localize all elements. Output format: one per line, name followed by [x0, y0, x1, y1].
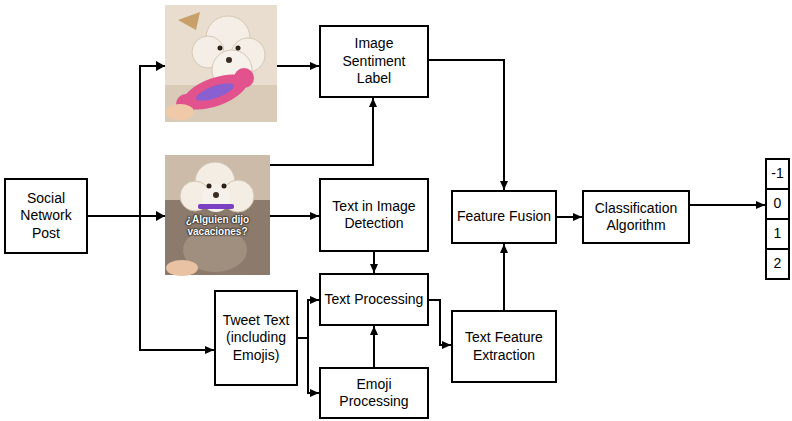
- process-box: Text in Image Detection: [319, 178, 429, 252]
- arrow-connector: [373, 326, 375, 367]
- text-wrap: Text in Image Detection: [324, 198, 424, 233]
- box-label: Text Processing: [325, 291, 424, 309]
- box-label: 1: [774, 225, 782, 243]
- arrow-connector: [298, 300, 319, 338]
- text-wrap: Image Sentiment Label: [324, 35, 424, 88]
- text-wrap: 1: [774, 225, 782, 243]
- arrow-head: [156, 211, 165, 221]
- process-box: Image Sentiment Label: [319, 25, 429, 98]
- box-label: Tweet Text (including Emojis): [219, 312, 293, 365]
- dog-photo: [165, 5, 277, 122]
- arrow-connector: [373, 252, 375, 273]
- arrow-connector: [503, 244, 505, 310]
- box-label: Text Feature Extraction: [456, 329, 552, 364]
- process-box: Text Processing: [319, 273, 429, 326]
- process-box: Feature Fusion: [451, 190, 557, 244]
- arrow-connector: [429, 300, 451, 345]
- arrow-head: [156, 61, 165, 71]
- box-label: Image Sentiment Label: [324, 35, 424, 88]
- text-wrap: Tweet Text (including Emojis): [219, 312, 293, 365]
- process-box: Text Feature Extraction: [451, 310, 557, 383]
- text-wrap: -1: [771, 165, 783, 183]
- process-box: Tweet Text (including Emojis): [214, 290, 298, 386]
- arrow-connector: [429, 60, 504, 190]
- output-class-cell: 0: [765, 188, 790, 220]
- text-wrap: Classification Algorithm: [587, 200, 685, 235]
- box-label: Emoji Processing: [324, 376, 424, 411]
- arrow-connector: [88, 66, 319, 216]
- process-box: Emoji Processing: [319, 367, 429, 419]
- output-class-cell: 2: [765, 248, 790, 280]
- output-class-cell: 1: [765, 218, 790, 250]
- process-box: Social Network Post: [4, 178, 88, 254]
- output-class-cell: -1: [765, 158, 790, 190]
- text-wrap: 0: [774, 195, 782, 213]
- box-label: 0: [774, 195, 782, 213]
- arrow-connector: [690, 204, 765, 206]
- text-wrap: Text Processing: [325, 291, 424, 309]
- text-wrap: Text Feature Extraction: [456, 329, 552, 364]
- box-label: 2: [774, 255, 782, 273]
- process-box: Classification Algorithm: [582, 190, 690, 244]
- image-caption-text: ¿Alguien dijo vacaciones?: [170, 214, 265, 237]
- box-label: Classification Algorithm: [587, 200, 685, 235]
- box-label: Text in Image Detection: [324, 198, 424, 233]
- box-label: Social Network Post: [9, 190, 83, 243]
- text-wrap: Social Network Post: [9, 190, 83, 243]
- text-wrap: 2: [774, 255, 782, 273]
- arrow-connector: [557, 216, 582, 218]
- text-wrap: Feature Fusion: [457, 208, 551, 226]
- box-label: Feature Fusion: [457, 208, 551, 226]
- box-label: -1: [771, 165, 783, 183]
- arrow-connector: [298, 338, 319, 393]
- dog-photo: [165, 155, 270, 276]
- text-wrap: Emoji Processing: [324, 376, 424, 411]
